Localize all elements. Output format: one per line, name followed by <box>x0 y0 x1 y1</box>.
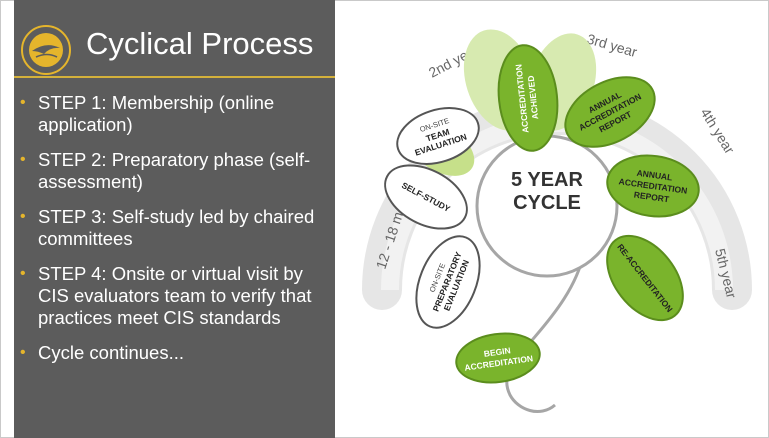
leaf-preparatory-evaluation: ON-SITE PREPARATORY EVALUATION <box>415 235 481 329</box>
leaf-team-evaluation: ON-SITE TEAM EVALUATION <box>396 107 480 165</box>
step-text: STEP 2: Preparatory phase (self-assessme… <box>38 149 311 192</box>
list-item: • Cycle continues... <box>18 342 330 364</box>
steps-list: • STEP 1: Membership (online application)… <box>18 92 330 377</box>
leaf-re-accreditation: RE-ACCREDITATION <box>606 234 684 322</box>
leaf-self-study: SELF-STUDY <box>384 164 468 230</box>
arc-label-4th: 4th year <box>697 105 738 157</box>
leaf-annual-report-2: ANNUAL ACCREDITATION REPORT <box>606 154 700 218</box>
step-text: STEP 3: Self-study led by chaired commit… <box>38 206 315 249</box>
leaf-label: ANNUAL <box>636 168 673 183</box>
center-line-1: 5 YEAR <box>511 169 583 191</box>
cis-seal-icon <box>21 25 71 75</box>
steps-panel <box>14 0 335 438</box>
list-item: • STEP 4: Onsite or virtual visit by CIS … <box>18 263 330 329</box>
list-item: • STEP 2: Preparatory phase (self-assessm… <box>18 149 330 193</box>
center-subtitle: CYCLE <box>513 192 581 214</box>
step-text: STEP 1: Membership (online application) <box>38 92 275 135</box>
title-divider <box>14 76 335 78</box>
list-item: • STEP 3: Self-study led by chaired commi… <box>18 206 330 250</box>
cycle-diagram: 12 - 18 months . . . 2nd year 3rd year 4… <box>362 29 752 413</box>
page-title: Cyclical Process <box>86 26 314 61</box>
leaf-label: BEGIN <box>483 345 511 359</box>
bullet-icon: • <box>20 344 26 361</box>
bullet-icon: • <box>20 94 26 111</box>
leaf-label: ACHIEVED <box>526 75 541 120</box>
arc-label-4th-text: 4th year <box>697 105 738 157</box>
center-line-2: CYCLE <box>513 192 581 214</box>
step-text: STEP 4: Onsite or virtual visit by CIS e… <box>38 263 312 328</box>
leaf-accreditation-achieved: ACCREDITATION ACHIEVED <box>497 44 559 152</box>
step-text: Cycle continues... <box>38 342 185 363</box>
leaf-label: REPORT <box>633 189 670 204</box>
leaf-begin-accreditation: BEGIN ACCREDITATION <box>455 332 541 384</box>
bullet-icon: • <box>20 208 26 225</box>
center-title: 5 YEAR <box>511 169 583 191</box>
bullet-icon: • <box>20 151 26 168</box>
bullet-icon: • <box>20 265 26 282</box>
list-item: • STEP 1: Membership (online application) <box>18 92 330 136</box>
leaf-annual-report-1: ANNUAL ACCREDITATION REPORT <box>564 76 656 148</box>
